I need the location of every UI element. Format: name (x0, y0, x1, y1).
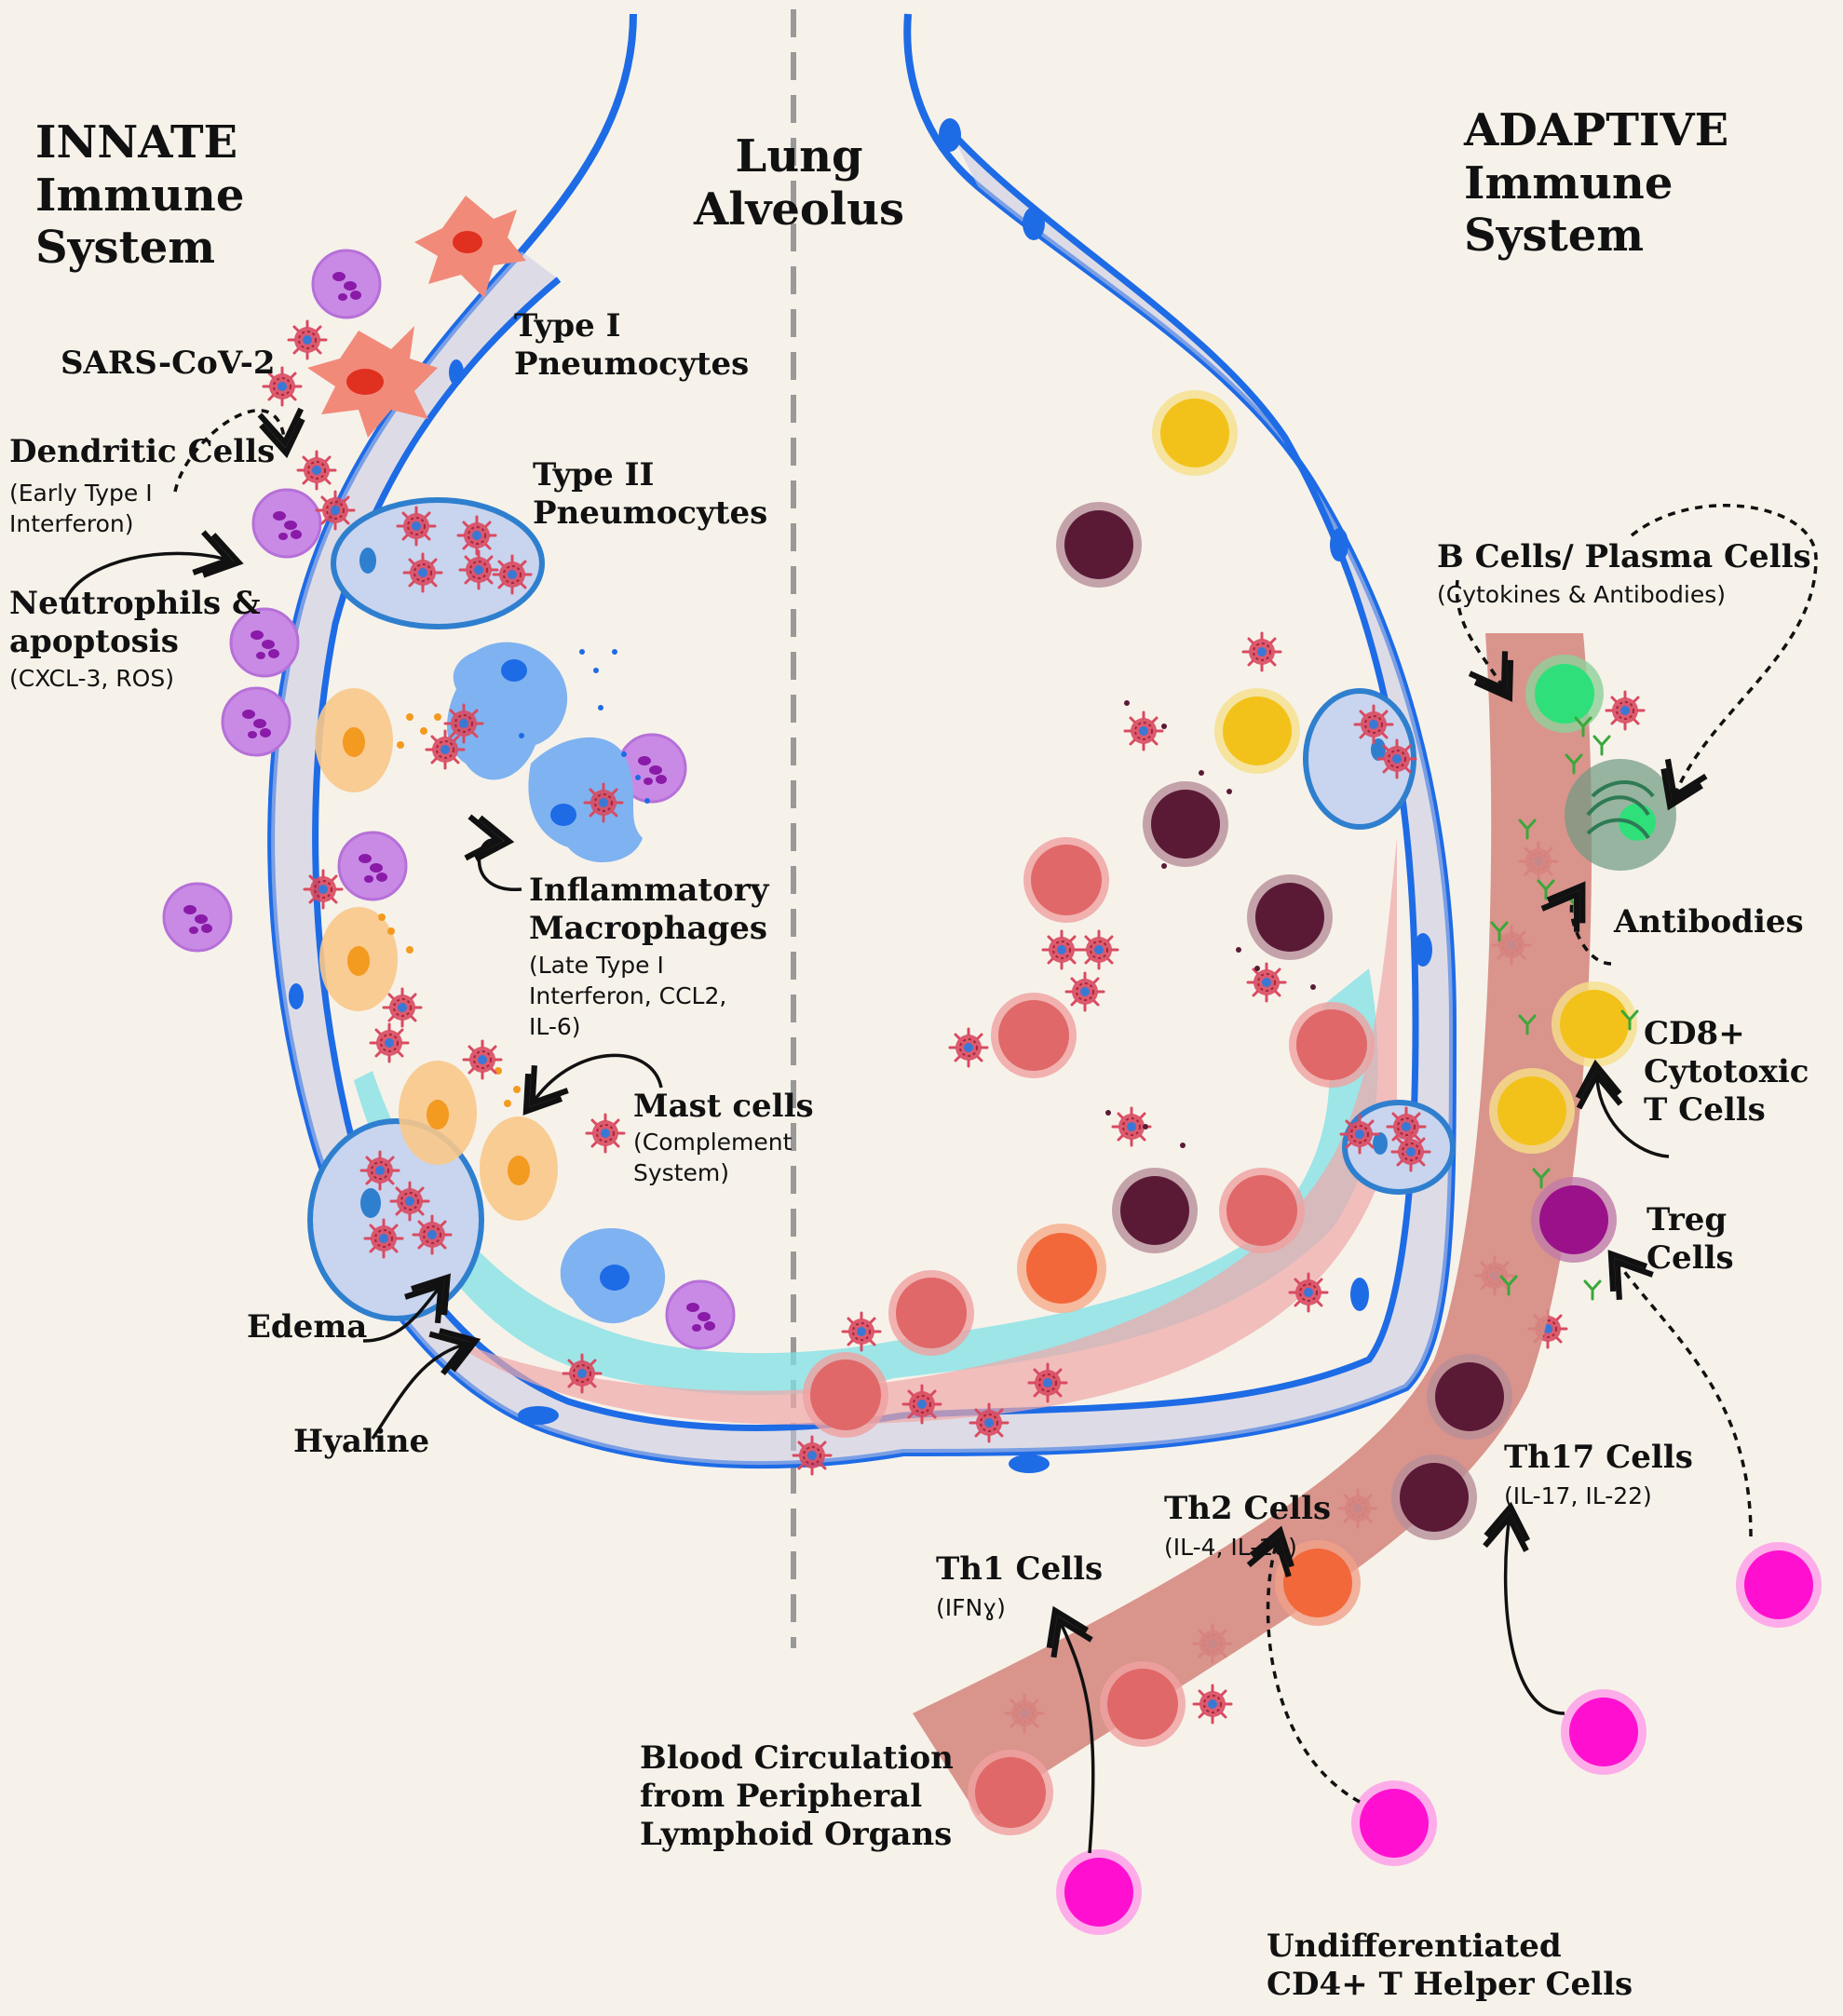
macrophages-sublabel: (Late Type I Interferon, CCL2, IL-6) (529, 952, 727, 1040)
alveolar-debris (1105, 700, 1316, 1148)
dendritic-cell-icon (307, 196, 526, 438)
hyaline-layer (438, 838, 1397, 1425)
alveolar-cells (803, 390, 1375, 1438)
antibodies-label: Antibodies (1614, 903, 1804, 940)
sars-label: SARS-CoV-2 (61, 345, 276, 382)
th2-sublabel: (IL-4, IL-10) (1164, 1534, 1297, 1561)
dendritic-sublabel: (Early Type I Interferon) (9, 480, 153, 537)
blood-vessel (913, 633, 1592, 1816)
th17-label: Th17 Cells (1504, 1439, 1693, 1476)
bcells-sublabel: (Cytokines & Antibodies) (1437, 581, 1726, 608)
mast-cells-label: Mast cells (633, 1088, 814, 1125)
vessel-cells (968, 655, 1676, 1835)
macrophage-icon (447, 642, 666, 1324)
neutrophils-sublabel: (CXCL-3, ROS) (9, 665, 174, 692)
arrow-icon (63, 407, 1818, 1854)
bcells-label: B Cells/ Plasma Cells (1437, 538, 1811, 575)
mast-cells-sublabel: (Complement System) (633, 1129, 793, 1186)
edema-label: Edema (247, 1308, 368, 1346)
undifferentiated-label: Undifferentiated CD4+ T Helper Cells (1267, 1928, 1633, 2003)
th1-sublabel: (IFNɣ) (936, 1594, 1006, 1621)
th2-label: Th2 Cells (1164, 1490, 1332, 1527)
macrophage-cytokines (519, 649, 650, 804)
innate-title: INNATE Immune System (35, 116, 245, 275)
cd8-label: CD8+ Cytotoxic T Cells (1644, 1015, 1809, 1129)
type1-pneumocytes-label: Type I Pneumocytes (514, 307, 750, 383)
th1-label: Th1 Cells (936, 1550, 1104, 1588)
treg-label: Treg Cells (1647, 1201, 1734, 1277)
center-title: Lung Alveolus (694, 130, 905, 236)
adaptive-title: ADAPTIVE Immune System (1464, 104, 1729, 263)
th17-sublabel: (IL-17, IL-22) (1504, 1482, 1652, 1509)
macrophages-label: Inflammatory Macrophages (529, 872, 769, 947)
mast-granules (378, 713, 521, 1107)
dendritic-label: Dendritic Cells (9, 433, 276, 470)
type2-pneumocyte (307, 497, 1456, 1321)
neutrophils-label: Neutrophils & apoptosis (9, 585, 261, 660)
type1-pneumocyte-nuclei (289, 118, 1432, 1473)
type2-pneumocytes-label: Type II Pneumocytes (533, 456, 768, 532)
hyaline-label: Hyaline (293, 1423, 430, 1460)
blood-circulation-label: Blood Circulation from Peripheral Lympho… (640, 1739, 954, 1853)
